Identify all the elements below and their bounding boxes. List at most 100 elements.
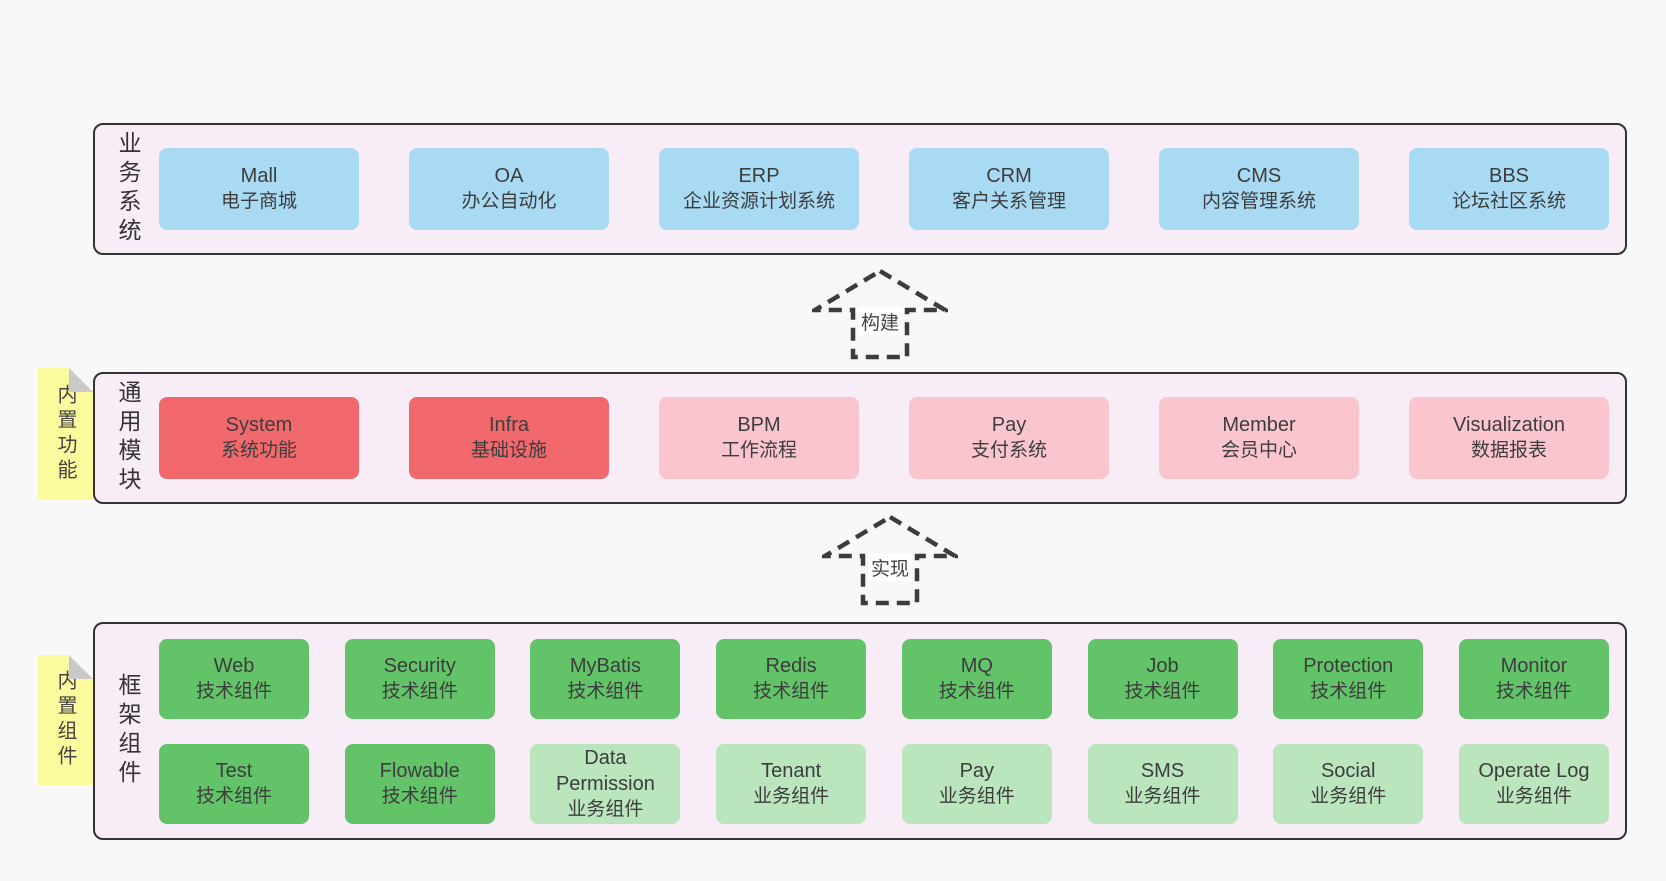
box-subtitle: 技术组件: [567, 680, 644, 702]
box-title: Test: [215, 759, 253, 782]
box-subtitle: 技术组件: [1124, 680, 1201, 702]
box-title: Pay: [991, 414, 1027, 436]
box-subtitle: 办公自动化: [461, 191, 557, 212]
arrow-build: 构建: [812, 268, 948, 360]
folded-corner: [69, 655, 93, 679]
box-subtitle: 论坛社区系统: [1451, 191, 1566, 212]
box-subtitle: 工作流程: [720, 440, 797, 461]
box-social: Social 业务组件: [1273, 743, 1424, 824]
box-subtitle: 内容管理系统: [1201, 191, 1316, 212]
box-subtitle: 支付系统: [970, 440, 1047, 461]
box-title: Infra: [488, 414, 530, 436]
box-subtitle: 电子商城: [220, 191, 297, 212]
band-common-modules: 通用模块 System 系统功能 Infra 基础设施 BPM 工作流程 Pay 支付系统 Me…: [93, 372, 1627, 504]
box-monitor: Monitor 技术组件: [1458, 638, 1609, 719]
box-oa: OA 办公自动化: [409, 148, 609, 230]
box-title: MQ: [960, 654, 993, 677]
box-title: Security: [383, 654, 456, 677]
box-data-permission: Data Permission 业务组件: [530, 743, 681, 824]
box-subtitle: 技术组件: [381, 680, 458, 702]
box-title: System: [225, 414, 293, 436]
box-mq: MQ 技术组件: [901, 638, 1052, 719]
box-title: CRM: [986, 165, 1032, 187]
box-tenant: Tenant 业务组件: [716, 743, 867, 824]
box-title: Protection: [1303, 654, 1394, 677]
box-title: Job: [1146, 654, 1179, 677]
box-mall: Mall 电子商城: [159, 148, 359, 230]
box-bpm: BPM 工作流程: [659, 397, 859, 479]
box-subtitle: 技术组件: [753, 680, 830, 702]
box-title: Flowable: [379, 759, 460, 782]
box-title: Tenant: [761, 759, 822, 782]
box-subtitle: 数据报表: [1470, 440, 1547, 461]
band-label: 框架组件: [115, 673, 141, 789]
box-title: Visualization: [1453, 414, 1565, 436]
box-title: Pay: [959, 759, 995, 782]
box-infra: Infra 基础设施: [409, 397, 609, 479]
box-protection: Protection 技术组件: [1273, 638, 1424, 719]
box-subtitle: 业务组件: [1124, 785, 1201, 807]
box-title: Member: [1222, 414, 1296, 436]
box-subtitle: 业务组件: [753, 785, 830, 807]
box-cms: CMS 内容管理系统: [1159, 148, 1359, 230]
box-bbs: BBS 论坛社区系统: [1409, 148, 1609, 230]
box-title: Data Permission: [555, 746, 655, 795]
box-redis: Redis 技术组件: [716, 638, 867, 719]
box-subtitle: 业务组件: [567, 798, 644, 820]
box-system: System 系统功能: [159, 397, 359, 479]
box-web: Web 技术组件: [159, 638, 309, 719]
box-subtitle: 基础设施: [470, 440, 547, 461]
box-subtitle: 技术组件: [938, 680, 1015, 702]
box-subtitle: 技术组件: [195, 680, 272, 702]
box-subtitle: 系统功能: [220, 440, 297, 461]
box-subtitle: 企业资源计划系统: [682, 191, 835, 212]
box-subtitle: 会员中心: [1220, 440, 1297, 461]
arrow-label: 实现: [867, 554, 913, 581]
folded-corner: [69, 368, 93, 392]
arrow-label: 构建: [857, 308, 903, 335]
box-title: SMS: [1140, 759, 1185, 782]
box-security: Security 技术组件: [344, 638, 495, 719]
box-member: Member 会员中心: [1159, 397, 1359, 479]
band-label: 通用模块: [115, 380, 141, 496]
box-title: Redis: [765, 654, 817, 677]
box-title: Web: [213, 654, 255, 677]
box-subtitle: 技术组件: [1495, 680, 1572, 702]
box-title: BBS: [1488, 165, 1530, 187]
box-subtitle: 技术组件: [1310, 680, 1387, 702]
box-test: Test 技术组件: [159, 743, 309, 824]
box-title: Mall: [240, 165, 278, 187]
box-title: BPM: [737, 414, 781, 436]
box-subtitle: 业务组件: [1310, 785, 1387, 807]
box-erp: ERP 企业资源计划系统: [659, 148, 859, 230]
box-operate-log: Operate Log 业务组件: [1458, 743, 1609, 824]
box-visualization: Visualization 数据报表: [1409, 397, 1609, 479]
box-subtitle: 技术组件: [195, 785, 272, 807]
arrow-implement: 实现: [822, 514, 958, 606]
box-title: CMS: [1236, 165, 1282, 187]
box-title: Social: [1320, 759, 1376, 782]
sticky-note-built-in-components: 内置组件: [38, 655, 93, 785]
sticky-note-label: 内置组件: [54, 670, 76, 770]
sticky-note-label: 内置功能: [54, 384, 76, 484]
box-title: ERP: [738, 165, 780, 187]
box-pay: Pay 支付系统: [909, 397, 1109, 479]
box-title: OA: [494, 165, 524, 187]
box-job: Job 技术组件: [1087, 638, 1238, 719]
box-title: Monitor: [1500, 654, 1568, 677]
box-subtitle: 业务组件: [1495, 785, 1572, 807]
box-title: Operate Log: [1478, 759, 1590, 782]
box-subtitle: 技术组件: [381, 785, 458, 807]
band-label: 业务系统: [115, 131, 141, 247]
box-sms: SMS 业务组件: [1087, 743, 1238, 824]
